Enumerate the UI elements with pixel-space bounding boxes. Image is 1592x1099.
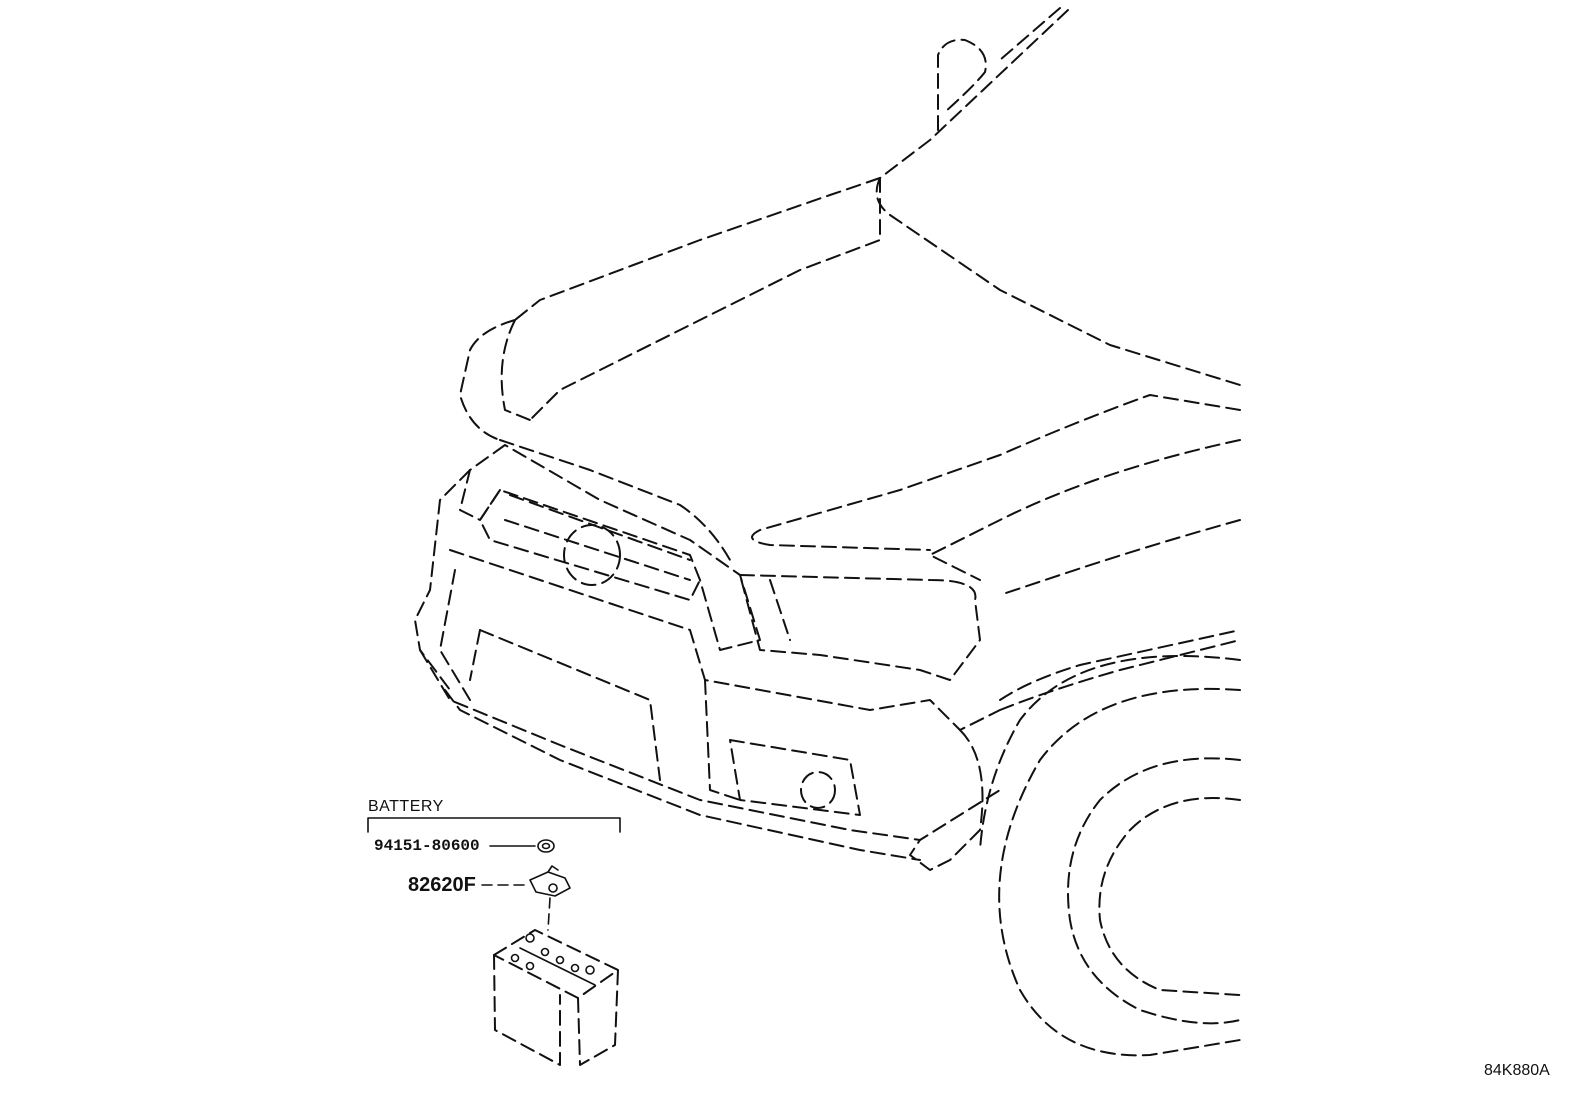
nut-icon (537, 839, 555, 853)
part-number-terminal[interactable]: 82620F (408, 874, 476, 896)
battery-terminal-icon (529, 865, 571, 897)
battery-group-bracket (367, 817, 621, 833)
terminal-to-battery-line (547, 897, 551, 931)
group-label: BATTERY (368, 798, 444, 815)
figure-code: 84K880A (1484, 1062, 1550, 1079)
part-number-nut[interactable]: 94151-80600 (374, 837, 480, 855)
battery-icon (493, 929, 619, 1066)
vehicle-front-outline-icon (414, 7, 1241, 1057)
